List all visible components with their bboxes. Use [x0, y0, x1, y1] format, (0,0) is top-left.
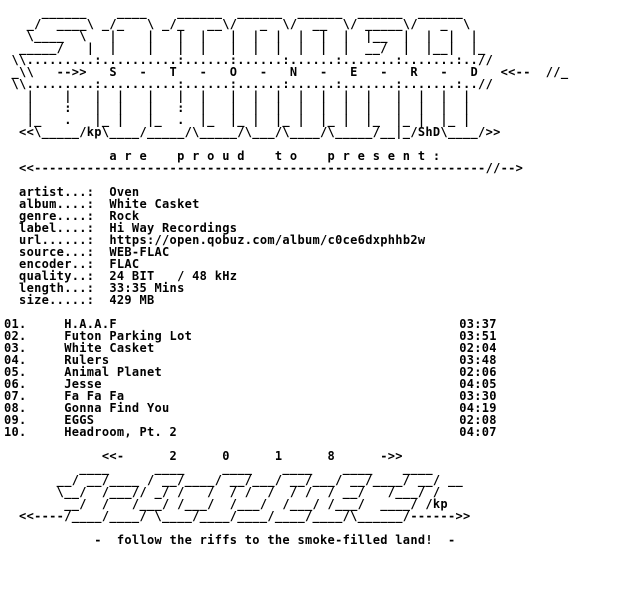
info-key: artist...:	[4, 185, 95, 199]
track-number: 04.	[4, 353, 27, 367]
info-row-url: url......: https://open.qobuz.com/album/…	[4, 234, 568, 246]
track-row: 01. H.A.A.F 03:37	[4, 318, 568, 330]
footer-art-line: <<----/____/____/ \____/____/____/____/_…	[4, 509, 471, 523]
info-value: White Casket	[109, 197, 200, 211]
track-title: Futon Parking Lot	[64, 329, 193, 343]
track-title: Fa Fa Fa	[64, 389, 125, 403]
year-line: <<- 2 0 1 8 ->>	[4, 449, 403, 463]
info-value: https://open.qobuz.com/album/c0ce6dxphhb…	[109, 233, 426, 247]
info-key: size.....:	[4, 293, 95, 307]
header-art-line: <<\_____/kp\____/_____/\_____/\___/\____…	[4, 125, 501, 139]
track-duration: 02:08	[459, 413, 497, 427]
header-art-line: | | | | | | | | | | | | | | | | | |	[4, 89, 471, 103]
info-row-label: label....: Hi Way Recordings	[4, 222, 568, 234]
track-row: 02. Futon Parking Lot 03:51	[4, 330, 568, 342]
header-art-line: \\.........:..........:......:......:...…	[4, 53, 494, 67]
track-number: 06.	[4, 377, 27, 391]
footer-art-line: __/ / /___/ /___/ /___/ /___/ /___/ ____…	[4, 497, 448, 511]
info-key: encoder..:	[4, 257, 95, 271]
track-title: Jesse	[64, 377, 102, 391]
info-row-size: size.....: 429 MB	[4, 294, 568, 306]
info-value: Rock	[109, 209, 140, 223]
track-row: 10. Headroom, Pt. 2 04:07	[4, 426, 568, 438]
track-duration: 02:06	[459, 365, 497, 379]
track-number: 09.	[4, 413, 27, 427]
header-art-line: \____ \ | | | | | | | | | | |__ | | | |	[4, 29, 479, 43]
footer-art-line: __/ __/____ / __/____/ __/___/ __/___/ _…	[4, 473, 464, 487]
info-row-genre: genre....: Rock	[4, 210, 568, 222]
track-number: 02.	[4, 329, 27, 343]
track-row: 07. Fa Fa Fa 03:30	[4, 390, 568, 402]
header-art-line: |_ . |_ | |_ . |_ |_ | |_ | |_ | |_ |_ |…	[4, 113, 471, 127]
header-art-line: _____/ | | | | | | | | | | | __/ | |__| …	[4, 41, 486, 55]
info-key: album....:	[4, 197, 95, 211]
track-number: 01.	[4, 317, 27, 331]
track-title: Rulers	[64, 353, 110, 367]
track-duration: 03:37	[459, 317, 497, 331]
info-key: length...:	[4, 281, 95, 295]
track-row: 04. Rulers 03:48	[4, 354, 568, 366]
track-duration: 04:05	[459, 377, 497, 391]
track-duration: 03:30	[459, 389, 497, 403]
info-key: url......:	[4, 233, 95, 247]
info-row-quality: quality..: 24 BIT / 48 kHz	[4, 270, 568, 282]
track-duration: 03:48	[459, 353, 497, 367]
nfo-document: ______ ____ ______ ______ ______ ______ …	[4, 6, 568, 546]
header-art-line: _/ ____\ _/_ \ _/_ __\/ _ \/ __ \/ _____…	[4, 17, 471, 31]
footer-art-line: ____ ____ ____ ____ ____ ____	[4, 461, 433, 475]
info-value: WEB-FLAC	[109, 245, 170, 259]
info-row-artist: artist...: Oven	[4, 186, 568, 198]
track-duration: 03:51	[459, 329, 497, 343]
present-line: a r e p r o u d t o p r e s e n t :	[4, 149, 441, 163]
track-number: 10.	[4, 425, 27, 439]
track-title: H.A.A.F	[64, 317, 117, 331]
info-key: genre....:	[4, 209, 95, 223]
track-number: 05.	[4, 365, 27, 379]
track-number: 07.	[4, 389, 27, 403]
info-row-source: source...: WEB-FLAC	[4, 246, 568, 258]
info-key: quality..:	[4, 269, 95, 283]
track-duration: 04:19	[459, 401, 497, 415]
track-duration: 04:07	[459, 425, 497, 439]
track-row: 09. EGGS 02:08	[4, 414, 568, 426]
info-row-length: length...: 33:35 Mins	[4, 282, 568, 294]
track-row: 08. Gonna Find You 04:19	[4, 402, 568, 414]
track-row: 05. Animal Planet 02:06	[4, 366, 568, 378]
info-value: 33:35 Mins	[109, 281, 185, 295]
tagline: - follow the riffs to the smoke-filled l…	[4, 533, 456, 547]
info-row-encoder: encoder..: FLAC	[4, 258, 568, 270]
info-value: FLAC	[109, 257, 140, 271]
divider-line: <<--------------------------------------…	[4, 161, 524, 175]
info-key: source...:	[4, 245, 95, 259]
info-key: label....:	[4, 221, 95, 235]
info-value: 24 BIT / 48 kHz	[109, 269, 238, 283]
track-row: 03. White Casket 02:04	[4, 342, 568, 354]
track-title: Gonna Find You	[64, 401, 170, 415]
track-title: Animal Planet	[64, 365, 163, 379]
header-art-line: ______ ____ ______ ______ ______ ______ …	[4, 5, 464, 19]
info-value: Hi Way Recordings	[109, 221, 238, 235]
track-number: 08.	[4, 401, 27, 415]
track-title: Headroom, Pt. 2	[64, 425, 178, 439]
track-number: 03.	[4, 341, 27, 355]
header-art-line: | : | | | : | | | | | | | | | | | |	[4, 101, 471, 115]
track-duration: 02:04	[459, 341, 497, 355]
header-art-line: \\.........:..........:......:......:...…	[4, 77, 494, 91]
info-row-album: album....: White Casket	[4, 198, 568, 210]
track-row: 06. Jesse 04:05	[4, 378, 568, 390]
header-art-line: _\\ -->> S - T - O - N - E - R - D <<-- …	[4, 65, 569, 79]
track-title: EGGS	[64, 413, 95, 427]
info-value: Oven	[109, 185, 140, 199]
footer-art-line: \__/ /___// _/ / / / / / / / / __/ /___/…	[4, 485, 441, 499]
info-value: 429 MB	[109, 293, 155, 307]
track-title: White Casket	[64, 341, 155, 355]
